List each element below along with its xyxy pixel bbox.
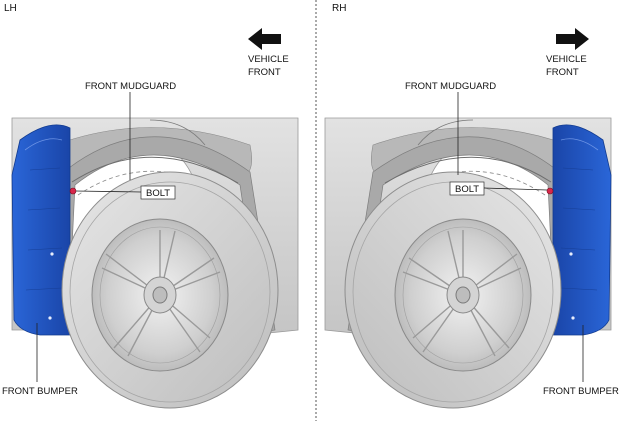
lh-vehicle-front-line2: FRONT bbox=[248, 67, 281, 78]
lh-front-mudguard-label: FRONT MUDGUARD bbox=[85, 81, 176, 92]
rh-bolt-leader bbox=[483, 187, 548, 191]
lh-panel: LH VEHICLE FRONT FRONT MUDGUARD BOLT FRO… bbox=[2, 3, 299, 409]
rh-front-mudguard-label: FRONT MUDGUARD bbox=[405, 81, 496, 92]
lh-bolt-callout-box bbox=[140, 185, 176, 200]
rh-vehicle-front-line2: FRONT bbox=[546, 67, 579, 78]
vehicle-front-right-arrow-icon bbox=[556, 28, 589, 50]
lh-bolt-label: BOLT bbox=[146, 188, 170, 199]
rh-vehicle-front-line1: VEHICLE bbox=[546, 54, 587, 65]
rh-bolt-label: BOLT bbox=[455, 184, 479, 195]
lh-side-label: LH bbox=[4, 3, 17, 14]
lh-vehicle-front-line1: VEHICLE bbox=[248, 54, 289, 65]
rh-side-label: RH bbox=[332, 3, 346, 14]
rh-bolt-callout-box bbox=[449, 181, 485, 196]
lh-front-bumper-label: FRONT BUMPER bbox=[2, 386, 78, 397]
lh-wheel-illustration bbox=[11, 117, 299, 409]
rh-front-bumper-label: FRONT BUMPER bbox=[543, 386, 619, 397]
rh-panel: RH VEHICLE FRONT FRONT MUDGUARD BOLT FRO… bbox=[324, 3, 619, 409]
rh-wheel-illustration bbox=[324, 117, 612, 409]
lh-bolt-leader bbox=[75, 190, 142, 193]
vehicle-front-left-arrow-icon bbox=[248, 28, 281, 50]
